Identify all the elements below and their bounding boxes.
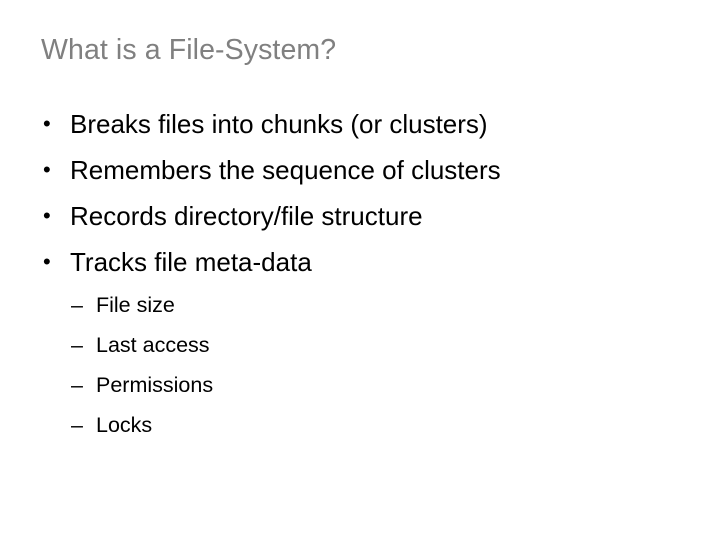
dash-icon: –: [71, 293, 83, 317]
list-item: • Records directory/file structure: [0, 193, 720, 239]
sub-list-item-label: Locks: [96, 413, 153, 437]
bullet-dot-icon: •: [43, 203, 51, 228]
list-item: • Breaks files into chunks (or clusters): [0, 101, 720, 147]
sub-list-item: – Last access: [0, 325, 720, 365]
list-item-label: Tracks file meta-data: [70, 247, 312, 277]
bullet-dot-icon: •: [43, 249, 51, 274]
sub-list-item: – File size: [0, 285, 720, 325]
sub-list-item: – Locks: [0, 405, 720, 445]
dash-icon: –: [71, 413, 83, 437]
list-item: • Remembers the sequence of clusters: [0, 147, 720, 193]
sub-list-item-label: Permissions: [96, 373, 214, 397]
sub-list-item-label: Last access: [96, 333, 210, 357]
bullet-dot-icon: •: [43, 157, 51, 182]
dash-icon: –: [71, 333, 83, 357]
list-item: • Tracks file meta-data: [0, 239, 720, 285]
list-item-label: Records directory/file structure: [70, 201, 423, 231]
page-title: What is a File-System?: [41, 34, 337, 66]
list-item-label: Remembers the sequence of clusters: [70, 155, 501, 185]
slide-body: • Breaks files into chunks (or clusters)…: [0, 101, 720, 285]
sub-list-item: – Permissions: [0, 365, 720, 405]
list-item-label: Breaks files into chunks (or clusters): [70, 109, 488, 139]
sub-bullet-list: – File size – Last access – Permissions …: [0, 285, 720, 445]
bullet-list: • Breaks files into chunks (or clusters)…: [0, 101, 720, 285]
sub-list-item-label: File size: [96, 293, 175, 317]
bullet-dot-icon: •: [43, 111, 51, 136]
dash-icon: –: [71, 373, 83, 397]
